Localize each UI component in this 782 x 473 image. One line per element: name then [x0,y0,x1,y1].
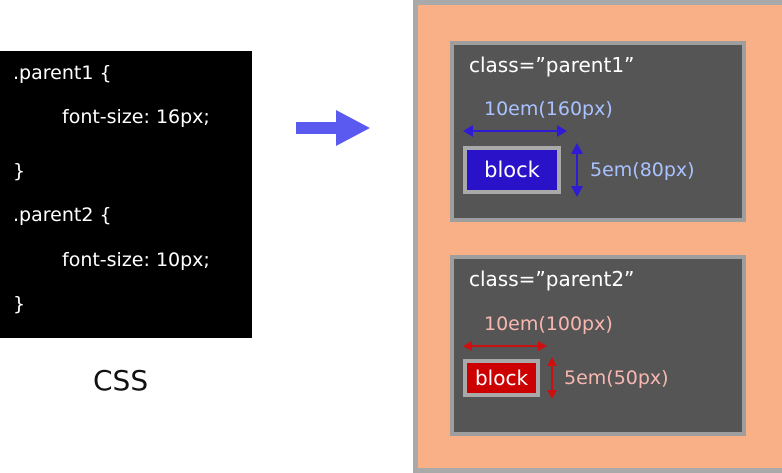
right-arrow-icon [296,110,370,146]
code-line-5: font-size: 10px; [62,249,210,271]
parent2-label: class=”parent2” [469,267,635,291]
parent2-height-arrow-icon [547,357,557,399]
parent1-width-arrow-icon [463,125,567,137]
parent1-block: block [463,146,561,194]
code-caption: CSS [93,364,149,397]
code-line-6: } [13,293,26,315]
parent2-height-label: 5em(50px) [564,367,669,389]
code-line-1: .parent1 { [13,62,112,84]
parent1-label: class=”parent1” [469,53,635,77]
code-line-3: } [13,160,26,182]
parent1-height-arrow-icon [571,143,583,197]
code-line-4: .parent2 { [13,204,112,226]
parent2-box: class=”parent2” 10em(100px) block 5em(50… [450,255,746,436]
css-code-panel: .parent1 { font-size: 16px; } .parent2 {… [0,51,252,338]
parent2-width-arrow-icon [463,341,547,351]
parent2-block: block [463,359,540,397]
code-line-2: font-size: 16px; [62,106,210,128]
parent2-width-label: 10em(100px) [484,313,613,335]
parent1-box: class=”parent1” 10em(160px) block 5em(80… [450,41,746,222]
parent1-height-label: 5em(80px) [590,159,695,181]
rendered-result-panel: class=”parent1” 10em(160px) block 5em(80… [413,0,782,473]
parent1-width-label: 10em(160px) [484,98,613,120]
